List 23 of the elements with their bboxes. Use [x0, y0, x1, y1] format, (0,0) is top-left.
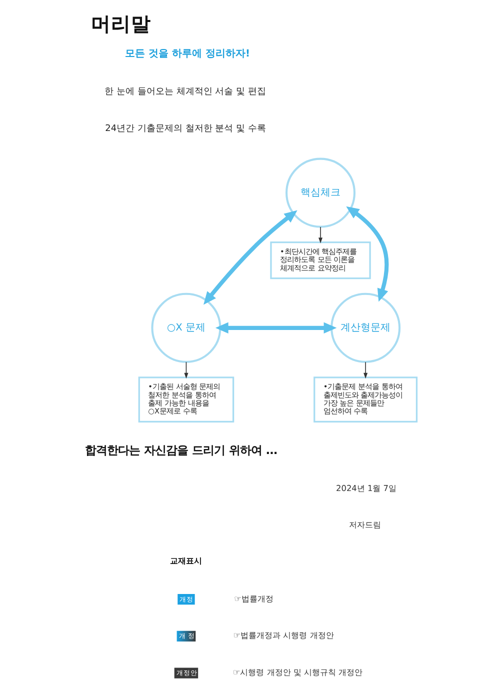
label: 한 눈에 들어오는 체계적인 서술 및 편집	[104, 86, 266, 97]
label: 저자드림	[348, 520, 381, 530]
arrow	[184, 362, 188, 379]
arrow	[203, 210, 297, 305]
arrow	[346, 206, 388, 302]
node-box: •기출문제 분석을 통하여 출제빈도와 출제가능성이 가장 높은 문제들만 엄선하여 수록	[313, 376, 418, 422]
node-circle: ○X 문제	[150, 292, 221, 363]
label: ☞법률개정	[234, 593, 273, 604]
diagram-title: 머리말	[90, 12, 150, 36]
node-circle: 핵심체크	[285, 158, 356, 228]
label: 2024년 1월 7일	[336, 482, 396, 493]
label: 24년간 기출문제의 철저한 분석 및 수록	[104, 124, 266, 134]
node-box: •기출된 서술형 문제의 철저한 분석을 통하여 출제 가능한 내용을 ○X문제로 수록	[138, 376, 234, 422]
label: ☞법률개정과 시행령 개정안	[232, 630, 334, 640]
arrow	[363, 362, 368, 379]
node-box: •최단시간에 핵심주제를 정리하도록 모든 이론을 체계적으로 요약정리	[270, 242, 370, 280]
node-circle: 계산형문제	[330, 292, 400, 363]
arrow	[318, 226, 322, 244]
label: ☞시행령 개정안 및 시행규칙 개정안	[232, 667, 362, 678]
arrow	[214, 322, 336, 334]
label: 모든 것을 하루에 정리하자!	[124, 48, 250, 60]
label: 교재표시	[169, 556, 202, 566]
label: 합격한다는 자신감을 드리기 위하여 …	[84, 443, 277, 458]
